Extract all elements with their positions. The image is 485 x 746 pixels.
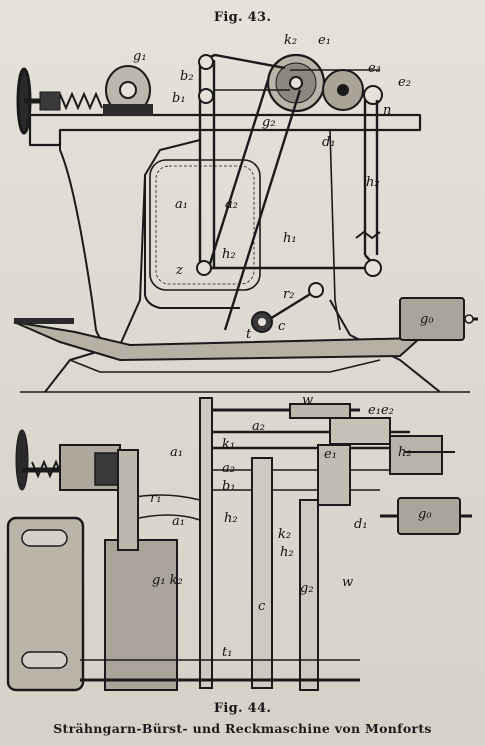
treadle-plate-plan xyxy=(6,516,85,692)
label-t: t xyxy=(246,327,252,342)
label-g0-plan: g₀ xyxy=(418,507,432,522)
label-z: z xyxy=(175,263,183,278)
figure-43-label: Fig. 43. xyxy=(213,10,272,25)
label-g1: g₁ xyxy=(133,49,147,64)
treadle xyxy=(13,318,423,362)
label-w-bottom: w xyxy=(342,575,353,590)
label-g2: g₂ xyxy=(262,115,276,130)
label-c: c xyxy=(278,319,286,334)
label-a1: a₁ xyxy=(175,197,188,212)
label-h2-bottom: h₂ xyxy=(222,247,236,262)
brush-roll-e1 xyxy=(266,53,326,113)
label-t1: t₁ xyxy=(222,645,232,660)
label-k2: k₂ xyxy=(278,527,291,542)
machine-frame-side xyxy=(20,113,470,393)
machine-caption: Strähngarn-Bürst- und Reckmaschine von M… xyxy=(53,721,432,736)
label-c-plan: c xyxy=(258,599,266,614)
label-b2: b₂ xyxy=(180,69,194,84)
label-e1: e₁ xyxy=(324,447,337,462)
machine-frame-plan xyxy=(119,397,455,691)
label-a2-mid: a₂ xyxy=(222,461,235,476)
label-r1: r₁ xyxy=(150,491,161,506)
label-a1-top: a₁ xyxy=(170,445,183,460)
label-r2: r₂ xyxy=(283,287,294,302)
counterweight-plan-g0 xyxy=(380,497,472,535)
label-h2-low: h₂ xyxy=(280,545,294,560)
label-h1: h₁ xyxy=(283,231,297,246)
label-b1: b₁ xyxy=(172,91,186,106)
label-b1: b₁ xyxy=(222,479,236,494)
label-n: n xyxy=(383,103,391,118)
label-g1-k2: g₁ k₂ xyxy=(152,573,183,588)
brush-roll-g1 xyxy=(103,65,153,116)
label-h2-right-plan: h₂ xyxy=(398,445,412,460)
label-a2: a₂ xyxy=(225,197,238,212)
label-d1: d₁ xyxy=(322,135,336,150)
handwheel-icon xyxy=(16,67,103,135)
label-h2-mid: h₂ xyxy=(224,511,238,526)
label-e2: e₂ xyxy=(398,75,411,90)
figure-43-drawing: g₁ b₂ b₁ k₂ e₁ e₃ e₂ n g₂ d₁ h₂ a₁ a₂ h₁… xyxy=(13,33,478,393)
figure-44-label: Fig. 44. xyxy=(213,701,272,716)
label-g0: g₀ xyxy=(420,312,434,327)
label-d1-plan: d₁ xyxy=(354,517,368,532)
label-e1: e₁ xyxy=(318,33,331,48)
figure-44-drawing: w e₁e₂ a₂ a₁ k₁ e₁ h₂ a₂ b₁ r₁ a₁ h₂ k₂ … xyxy=(6,393,472,692)
label-k1: k₁ xyxy=(222,437,235,452)
idler-roll-n xyxy=(363,85,383,105)
label-k2: k₂ xyxy=(284,33,297,48)
brush-roll-plan xyxy=(104,449,178,691)
label-a1-mid: a₁ xyxy=(172,514,185,529)
label-w-top: w xyxy=(302,393,313,408)
counterweight-g0 xyxy=(399,297,478,341)
label-e3: e₃ xyxy=(368,61,381,76)
label-g2: g₂ xyxy=(300,581,314,596)
label-e1e2: e₁e₂ xyxy=(368,403,394,418)
label-a2: a₂ xyxy=(252,419,265,434)
label-h2-right: h₂ xyxy=(366,175,380,190)
